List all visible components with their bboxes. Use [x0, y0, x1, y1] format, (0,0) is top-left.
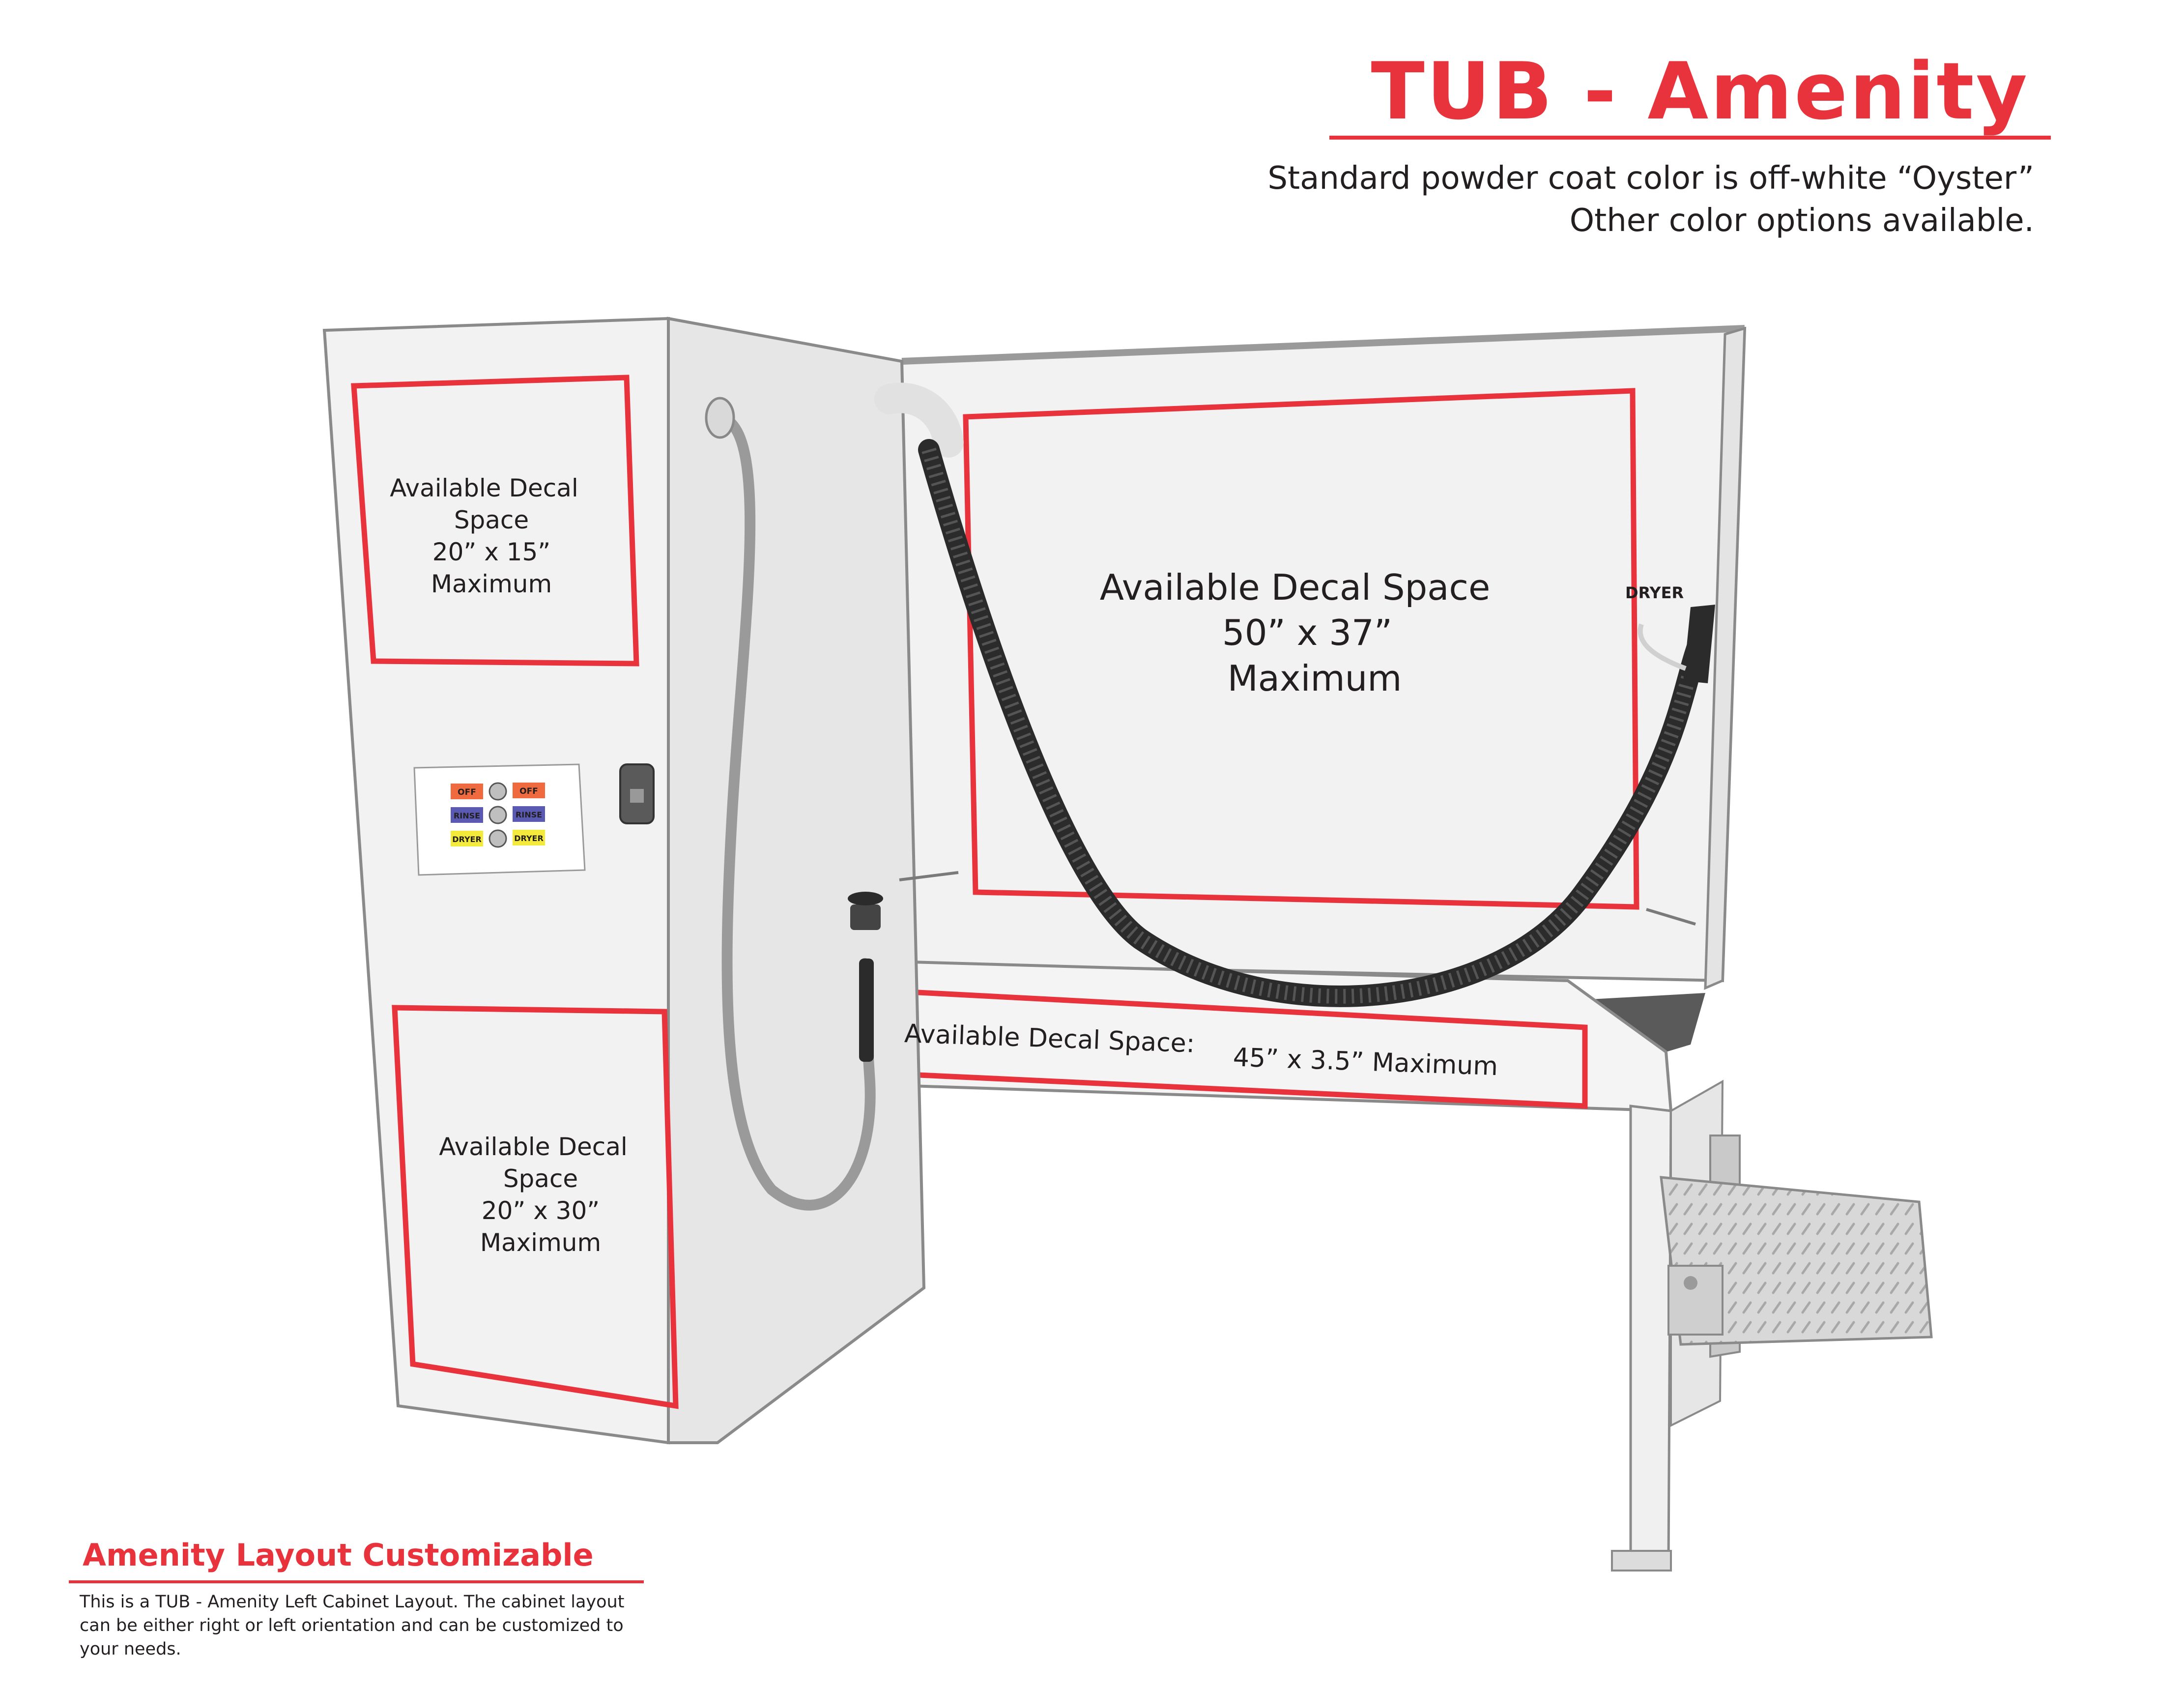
subtitle-line-2: Other color options available.	[1569, 203, 2034, 239]
switch-2	[489, 806, 507, 824]
bl-line3: 20” x 30”	[482, 1196, 600, 1225]
btn-off-right	[513, 783, 545, 798]
leg-foot	[1611, 1550, 1672, 1572]
top-left-decal-text: Available Decal Space 20” x 15” Maximum	[390, 474, 578, 598]
dryer-elbow	[874, 382, 964, 458]
step-mount	[1667, 1265, 1724, 1336]
btn-label-dryer-left: DRYER	[452, 835, 482, 844]
dryer-hook	[1638, 623, 1687, 671]
btn-label-rinse-right: RINSE	[516, 810, 542, 819]
dryer-nozzle	[1683, 605, 1715, 683]
bottom-left-decal-text: Available Decal Space 20” x 30” Maximum	[439, 1133, 628, 1257]
footer-text: This is a TUB - Amenity Left Cabinet Lay…	[80, 1592, 625, 1659]
tub-front-leg	[1629, 1105, 1672, 1565]
switch-3	[489, 829, 507, 848]
latch-key	[630, 789, 644, 803]
main-decal-text: Available Decal Space 50” x 37” Maximum	[1100, 567, 1491, 699]
tl-line3: 20” x 15”	[432, 538, 550, 566]
top-left-decal-outline	[351, 375, 639, 667]
btn-label-rinse-left: RINSE	[454, 811, 480, 820]
footer-divider	[69, 1580, 644, 1583]
control-buttons: OFF RINSE DRYER OFF RINSE DRYER	[451, 782, 545, 848]
tl-line2: Space	[454, 506, 529, 534]
btn-off-left	[451, 784, 483, 799]
btn-rinse-left	[451, 807, 483, 823]
page-subtitle: Standard powder coat color is off-white …	[1267, 157, 2034, 242]
dryer-label: DRYER	[1625, 583, 1684, 602]
tie-rod-left	[899, 871, 959, 881]
sprayer-valve[interactable]	[850, 904, 881, 930]
cabinet-side	[667, 317, 926, 1444]
page-title: TUB - Amenity	[1371, 45, 2029, 137]
hose-inlet	[705, 397, 735, 439]
tl-line4: Maximum	[431, 570, 552, 598]
tub-right-wall	[1704, 326, 1746, 990]
sprayer-handle[interactable]	[859, 959, 874, 1062]
bottom-left-decal-outline	[392, 1005, 679, 1409]
mount-bolt	[1684, 1276, 1697, 1290]
switch-1	[489, 782, 507, 801]
bl-line1: Available Decal	[439, 1133, 628, 1161]
btn-dryer-right	[513, 830, 545, 845]
btn-label-off-right: OFF	[519, 786, 538, 796]
tub-back-wall	[897, 326, 1747, 983]
title-divider	[1329, 136, 2051, 140]
btn-label-dryer-right: DRYER	[514, 834, 544, 843]
btn-rinse-right	[513, 806, 545, 822]
sprayer-knob[interactable]	[848, 892, 883, 905]
tub-top-rail	[901, 325, 1745, 365]
main-line3: Maximum	[1228, 658, 1402, 699]
bl-line2: Space	[503, 1164, 578, 1193]
main-decal-outline	[963, 388, 1639, 910]
main-line2: 50” x 37”	[1222, 612, 1392, 653]
dryer-hose-ribs	[921, 447, 1707, 1004]
tl-line1: Available Decal	[390, 474, 578, 502]
btn-label-off-left: OFF	[458, 787, 476, 797]
main-line1: Available Decal Space	[1100, 567, 1491, 608]
bl-line4: Maximum	[480, 1228, 601, 1257]
subtitle-line-1: Standard powder coat color is off-white …	[1267, 160, 2034, 197]
tie-rod-right	[1646, 908, 1696, 926]
grey-hose	[717, 412, 876, 1211]
footer-heading: Amenity Layout Customizable	[83, 1537, 594, 1573]
btn-dryer-left	[451, 831, 483, 846]
